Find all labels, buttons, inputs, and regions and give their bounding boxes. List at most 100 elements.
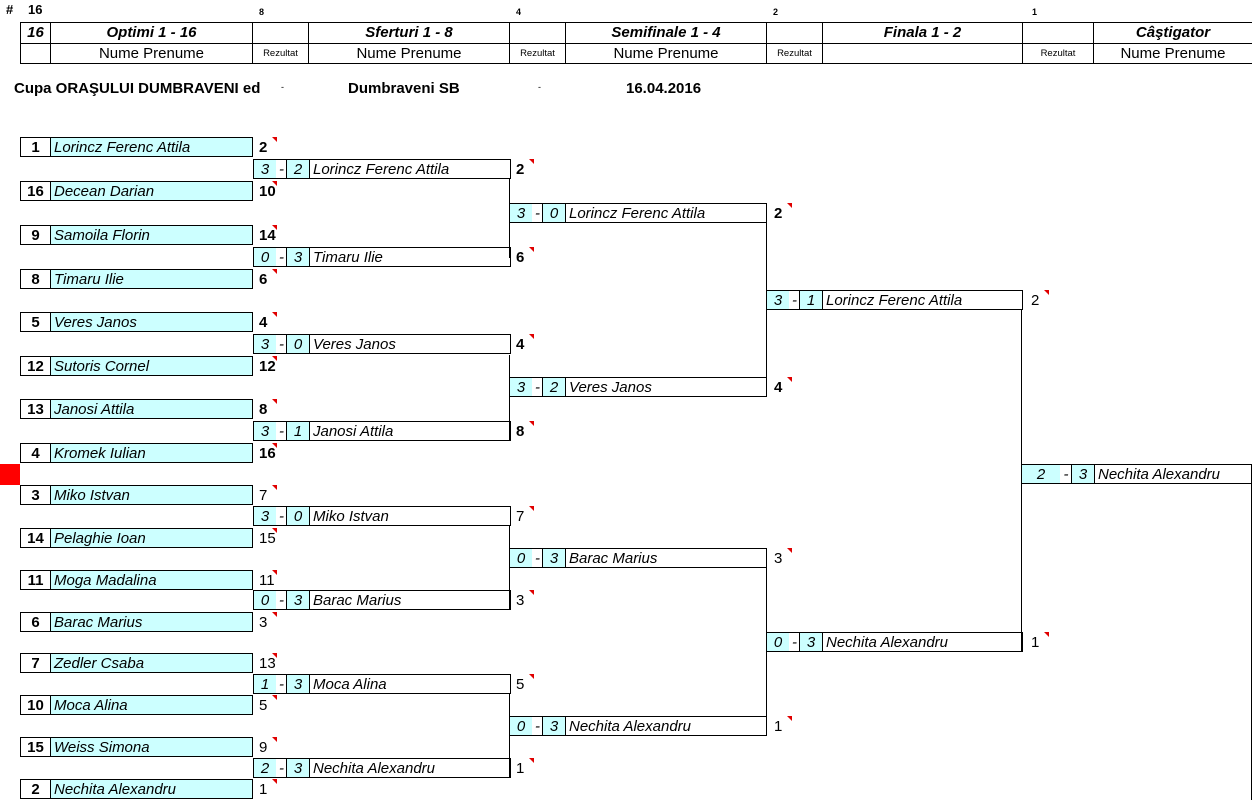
advancing-player-cell[interactable]: Lorincz Ferenc Attila (822, 290, 1023, 310)
score-left: 3 (766, 290, 790, 310)
score-dash: - (789, 632, 800, 652)
result-value: 3 (259, 614, 268, 631)
result-value: 8 (259, 401, 268, 418)
round-count-2: 4 (516, 7, 522, 17)
score-right: 2 (542, 377, 566, 397)
player-name-cell[interactable]: Sutoris Cornel (50, 356, 253, 376)
advancing-player-cell[interactable]: Veres Janos (565, 377, 767, 397)
score-left: 3 (253, 506, 277, 526)
bracket-connector (509, 694, 510, 778)
winner-name-cell[interactable]: Nechita Alexandru (1094, 464, 1252, 484)
header-round-finala: Finala 1 - 2 (883, 24, 962, 41)
advancing-player-cell[interactable]: Nechita Alexandru (309, 758, 511, 778)
bracket-connector (766, 568, 767, 736)
advancing-player-cell[interactable]: Timaru Ilie (309, 247, 511, 267)
final-score-dash: - (1060, 464, 1072, 484)
score-dash: - (276, 674, 287, 694)
player-name-cell[interactable]: Timaru Ilie (50, 269, 253, 289)
score-dash: - (276, 421, 287, 441)
round-count-4: 1 (1032, 7, 1038, 17)
advancing-player-cell[interactable]: Miko Istvan (309, 506, 511, 526)
comment-indicator-icon (272, 570, 277, 575)
result-value: 3 (774, 550, 783, 567)
comment-indicator-icon (272, 443, 277, 448)
comment-indicator-icon (272, 225, 277, 230)
bracket-connector (509, 355, 510, 441)
advancing-player-cell[interactable]: Barac Marius (565, 548, 767, 568)
row-selection-marker[interactable] (0, 464, 20, 485)
bracket-connector (766, 223, 767, 397)
player-name-cell[interactable]: Moca Alina (50, 695, 253, 715)
score-left: 3 (253, 421, 277, 441)
score-right: 3 (542, 716, 566, 736)
result-value: 13 (259, 655, 276, 672)
result-value: 5 (259, 697, 268, 714)
advancing-player-cell[interactable]: Lorincz Ferenc Attila (565, 203, 767, 223)
result-value: 4 (516, 336, 525, 353)
score-dash: - (276, 247, 287, 267)
score-right: 0 (286, 334, 310, 354)
advancing-player-cell[interactable]: Nechita Alexandru (822, 632, 1023, 652)
player-name-cell[interactable]: Lorincz Ferenc Attila (50, 137, 253, 157)
result-value: 11 (259, 572, 275, 589)
seed-cell: 1 (20, 137, 51, 157)
comment-indicator-icon (272, 695, 277, 700)
score-dash: - (276, 590, 287, 610)
header-name-label-5: Nume Prenume (1120, 45, 1226, 62)
result-value: 1 (774, 718, 783, 735)
score-left: 0 (253, 247, 277, 267)
info-dash-2: - (538, 82, 541, 92)
seed-cell: 7 (20, 653, 51, 673)
advancing-player-cell[interactable]: Moca Alina (309, 674, 511, 694)
header-round-castigator: Câştigator (1135, 24, 1211, 41)
player-name-cell[interactable]: Pelaghie Ioan (50, 528, 253, 548)
bracket-connector (509, 179, 510, 258)
header-result-label-1: Rezultat (263, 48, 298, 59)
result-value: 9 (259, 739, 268, 756)
player-name-cell[interactable]: Weiss Simona (50, 737, 253, 757)
score-left: 0 (509, 548, 533, 568)
advancing-player-cell[interactable]: Veres Janos (309, 334, 511, 354)
player-name-cell[interactable]: Kromek Iulian (50, 443, 253, 463)
player-name-cell[interactable]: Samoila Florin (50, 225, 253, 245)
hash-symbol: # (6, 2, 14, 17)
score-right: 3 (799, 632, 823, 652)
advancing-player-cell[interactable]: Lorincz Ferenc Attila (309, 159, 511, 179)
comment-indicator-icon (272, 737, 277, 742)
score-dash: - (532, 203, 543, 223)
score-left: 0 (253, 590, 277, 610)
player-name-cell[interactable]: Zedler Csaba (50, 653, 253, 673)
location: Dumbraveni SB (348, 80, 460, 97)
score-left: 1 (253, 674, 277, 694)
bracket-connector (509, 526, 510, 610)
header-result-label-3: Rezultat (777, 48, 812, 59)
score-dash: - (532, 377, 543, 397)
comment-indicator-icon (529, 334, 534, 339)
result-value: 7 (259, 487, 268, 504)
seed-cell: 16 (20, 181, 51, 201)
advancing-player-cell[interactable]: Janosi Attila (309, 421, 511, 441)
comment-indicator-icon (272, 779, 277, 784)
comment-indicator-icon (272, 653, 277, 658)
player-name-cell[interactable]: Moga Madalina (50, 570, 253, 590)
player-name-cell[interactable]: Janosi Attila (50, 399, 253, 419)
advancing-player-cell[interactable]: Nechita Alexandru (565, 716, 767, 736)
score-dash: - (276, 159, 287, 179)
seed-cell: 14 (20, 528, 51, 548)
seed-cell: 5 (20, 312, 51, 332)
result-value: 2 (774, 205, 783, 222)
player-name-cell[interactable]: Barac Marius (50, 612, 253, 632)
player-name-cell[interactable]: Nechita Alexandru (50, 779, 253, 799)
result-value: 3 (516, 592, 525, 609)
player-name-cell[interactable]: Veres Janos (50, 312, 253, 332)
comment-indicator-icon (529, 506, 534, 511)
round-count-1: 8 (259, 7, 265, 17)
player-name-cell[interactable]: Decean Darian (50, 181, 253, 201)
result-value: 5 (516, 676, 525, 693)
score-left: 2 (253, 758, 277, 778)
comment-indicator-icon (272, 356, 277, 361)
seed-cell: 12 (20, 356, 51, 376)
seed-cell: 2 (20, 779, 51, 799)
advancing-player-cell[interactable]: Barac Marius (309, 590, 511, 610)
player-name-cell[interactable]: Miko Istvan (50, 485, 253, 505)
